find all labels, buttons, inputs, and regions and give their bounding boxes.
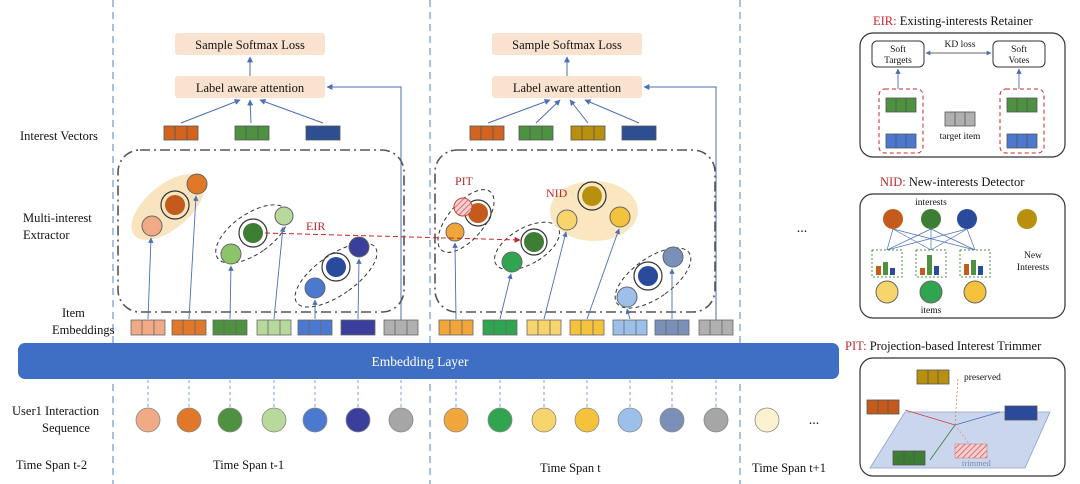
label-item-2: Embeddings [52, 323, 115, 337]
svg-text:Soft: Soft [890, 44, 906, 55]
cluster-span-t1 [131, 173, 378, 308]
item-arrows [147, 195, 675, 320]
svg-text:interests: interests [915, 198, 947, 208]
attention-box-2: Label aware attention [492, 76, 642, 98]
extractor-frames [117, 149, 716, 313]
loss-box-2: Sample Softmax Loss [492, 33, 642, 55]
eir-annotation: EIR [306, 219, 325, 233]
svg-text:Embedding Layer: Embedding Layer [371, 354, 469, 369]
eir-panel: EIR: Existing-interests Retainer Soft Ta… [859, 14, 1066, 158]
sequence-connectors [147, 380, 717, 408]
eir-panel-abbr: EIR: [873, 14, 897, 28]
nid-annotation: NID [546, 186, 568, 200]
svg-text:Votes: Votes [1009, 56, 1030, 66]
svg-text:Label aware attention: Label aware attention [513, 81, 622, 95]
cluster-span-t [437, 181, 692, 309]
eir-panel-title: Existing-interests Retainer [897, 14, 1034, 28]
label-multi-interest-1: Multi-interest [23, 211, 92, 225]
label-interest-vectors: Interest Vectors [20, 129, 98, 143]
svg-text:KD loss: KD loss [945, 40, 976, 50]
label-item-1: Item [62, 306, 85, 320]
label-seq-2: Sequence [42, 421, 90, 435]
interest-vector-navy-1 [305, 125, 341, 141]
embedding-layer: Embedding Layer [18, 343, 839, 379]
svg-text:items: items [921, 306, 942, 316]
svg-text:Sample Softmax Loss: Sample Softmax Loss [512, 38, 622, 52]
box-arrows [180, 56, 717, 320]
interest-vector-green-1 [234, 125, 270, 141]
eir-arrow: EIR [264, 219, 521, 243]
svg-text:PIT: Projection-based Interest: PIT: Projection-based Interest Trimmer [845, 339, 1042, 353]
svg-text:Soft: Soft [1011, 44, 1027, 55]
ellipsis-mid: ... [797, 221, 808, 236]
time-separators [112, 0, 741, 484]
time-span-2: Time Span t [540, 461, 601, 475]
svg-text:trimmed: trimmed [962, 458, 992, 468]
svg-text:EIR: Existing-interests Retain: EIR: Existing-interests Retainer [873, 14, 1034, 28]
pit-annotation: PIT [455, 174, 474, 188]
pit-panel-abbr: PIT: [845, 339, 867, 353]
time-span-0: Time Span t-2 [16, 458, 87, 472]
svg-text:Label aware attention: Label aware attention [196, 81, 305, 95]
interest-vector-orange-2 [469, 125, 505, 141]
nid-panel-abbr: NID: [880, 175, 906, 189]
pit-panel-title: Projection-based Interest Trimmer [867, 339, 1042, 353]
interest-vector-navy-2 [621, 125, 657, 141]
interest-vector-gold-2 [570, 125, 606, 141]
svg-text:Targets: Targets [884, 56, 912, 66]
pit-panel: PIT: Projection-based Interest Trimmer t… [845, 339, 1066, 477]
left-labels: Interest Vectors Multi-interest Extracto… [12, 129, 115, 435]
svg-text:Sample Softmax Loss: Sample Softmax Loss [195, 38, 305, 52]
label-multi-interest-2: Extractor [23, 228, 70, 242]
attention-box-1: Label aware attention [175, 76, 325, 98]
interest-vector-green-2 [518, 125, 554, 141]
nid-panel-title: New-interests Detector [906, 175, 1026, 189]
ellipsis-bottom: ... [809, 413, 820, 428]
svg-text:New: New [1024, 251, 1042, 261]
svg-text:NID: New-interests Detector: NID: New-interests Detector [880, 175, 1025, 189]
interaction-sequence [135, 407, 780, 433]
time-span-3: Time Span t+1 [752, 461, 826, 475]
svg-text:preserved: preserved [964, 373, 1001, 383]
svg-text:Interests: Interests [1017, 263, 1049, 273]
loss-box-1: Sample Softmax Loss [175, 33, 325, 55]
time-span-1: Time Span t-1 [213, 458, 284, 472]
nid-panel: NID: New-interests Detector interests Ne… [859, 175, 1066, 319]
time-span-labels: Time Span t-2 Time Span t-1 Time Span t … [16, 458, 826, 475]
interest-vector-orange-1 [163, 125, 199, 141]
item-embeddings [130, 319, 734, 336]
svg-text:target item: target item [940, 132, 981, 142]
interest-vectors [163, 125, 657, 141]
label-seq-1: User1 Interaction [12, 404, 100, 418]
